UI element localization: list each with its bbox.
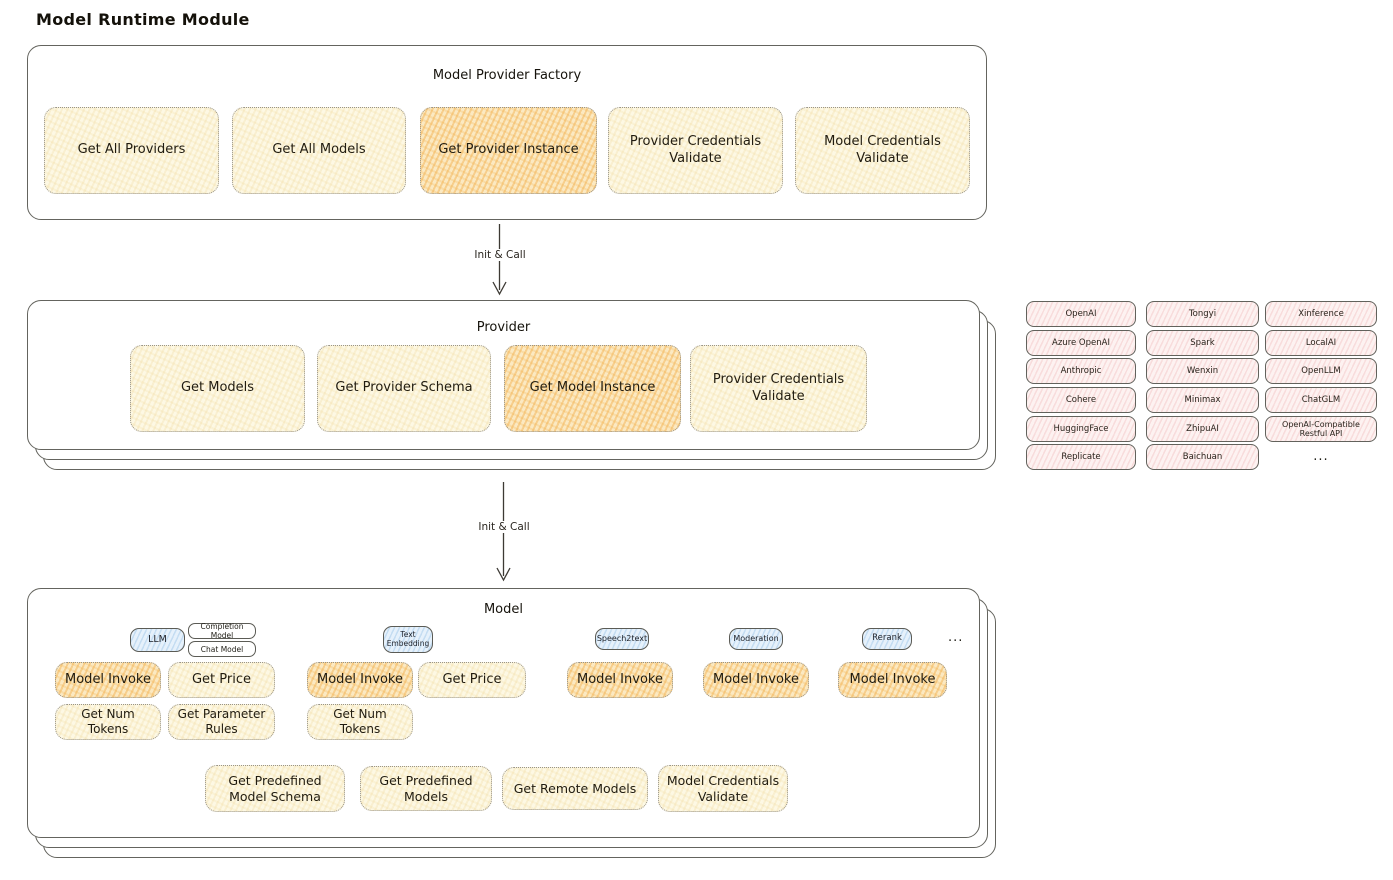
provider-chip-openai-compatible: OpenAI-Compatible Restful API	[1265, 416, 1377, 442]
init-call-arrow-2	[496, 482, 511, 582]
provider-chip-spark: Spark	[1146, 330, 1259, 356]
speech2text-model-invoke: Model Invoke	[567, 662, 673, 698]
rerank-model-invoke: Model Invoke	[838, 662, 947, 698]
provider-get-model-instance: Get Model Instance	[504, 345, 681, 432]
badge-speech2text: Speech2text	[595, 628, 649, 650]
provider-get-models: Get Models	[130, 345, 305, 432]
factory-model-credentials-validate: Model Credentials Validate	[795, 107, 970, 194]
provider-chip-chatglm: ChatGLM	[1265, 387, 1377, 413]
provider-chip-cohere: Cohere	[1026, 387, 1136, 413]
factory-get-all-providers: Get All Providers	[44, 107, 219, 194]
moderation-model-invoke: Model Invoke	[703, 662, 809, 698]
provider-chip-wenxin: Wenxin	[1146, 358, 1259, 384]
factory-provider-credentials-validate: Provider Credentials Validate	[608, 107, 783, 194]
provider-chip-baichuan: Baichuan	[1146, 444, 1259, 470]
model-provider-factory-title: Model Provider Factory	[432, 68, 582, 83]
model-get-predefined-model-schema: Get Predefined Model Schema	[205, 765, 345, 812]
llm-get-parameter-rules: Get Parameter Rules	[168, 704, 275, 740]
factory-get-all-models: Get All Models	[232, 107, 406, 194]
provider-chip-minimax: Minimax	[1146, 387, 1259, 413]
model-get-remote-models: Get Remote Models	[502, 767, 648, 810]
provider-chip-xinference: Xinference	[1265, 301, 1377, 327]
badges-ellipsis: ...	[948, 630, 964, 645]
llm-model-invoke: Model Invoke	[55, 662, 161, 698]
badge-rerank: Rerank	[862, 628, 912, 650]
page-title: Model Runtime Module	[36, 10, 250, 29]
init-call-label-1: Init & Call	[458, 249, 542, 261]
factory-get-provider-instance: Get Provider Instance	[420, 107, 597, 194]
provider-chip-azure-openai: Azure OpenAI	[1026, 330, 1136, 356]
text-embedding-get-num-tokens: Get Num Tokens	[307, 704, 413, 740]
provider-get-provider-schema: Get Provider Schema	[317, 345, 491, 432]
label-chat-model: Chat Model	[188, 641, 256, 657]
provider-chips-ellipsis: ...	[1313, 449, 1329, 464]
provider-chip-openai: OpenAI	[1026, 301, 1136, 327]
provider-chip-openllm: OpenLLM	[1265, 358, 1377, 384]
badge-text-embedding: Text Embedding	[383, 626, 433, 653]
model-title: Model	[483, 602, 524, 617]
provider-chip-anthropic: Anthropic	[1026, 358, 1136, 384]
init-call-label-2: Init & Call	[462, 521, 546, 533]
model-model-credentials-validate: Model Credentials Validate	[658, 765, 788, 812]
text-embedding-model-invoke: Model Invoke	[307, 662, 413, 698]
llm-get-num-tokens: Get Num Tokens	[55, 704, 161, 740]
init-call-arrow-1	[492, 224, 507, 296]
provider-provider-credentials-validate: Provider Credentials Validate	[690, 345, 867, 432]
provider-title: Provider	[476, 320, 531, 335]
badge-llm: LLM	[130, 628, 185, 652]
badge-moderation: Moderation	[729, 628, 783, 650]
provider-chip-zhipuai: ZhipuAI	[1146, 416, 1259, 442]
provider-chip-huggingface: HuggingFace	[1026, 416, 1136, 442]
provider-chip-localai: LocalAI	[1265, 330, 1377, 356]
provider-chip-tongyi: Tongyi	[1146, 301, 1259, 327]
provider-chip-replicate: Replicate	[1026, 444, 1136, 470]
text-embedding-get-price: Get Price	[418, 662, 526, 698]
model-get-predefined-models: Get Predefined Models	[360, 766, 492, 811]
llm-get-price: Get Price	[168, 662, 275, 698]
label-completion-model: Completion Model	[188, 622, 256, 640]
